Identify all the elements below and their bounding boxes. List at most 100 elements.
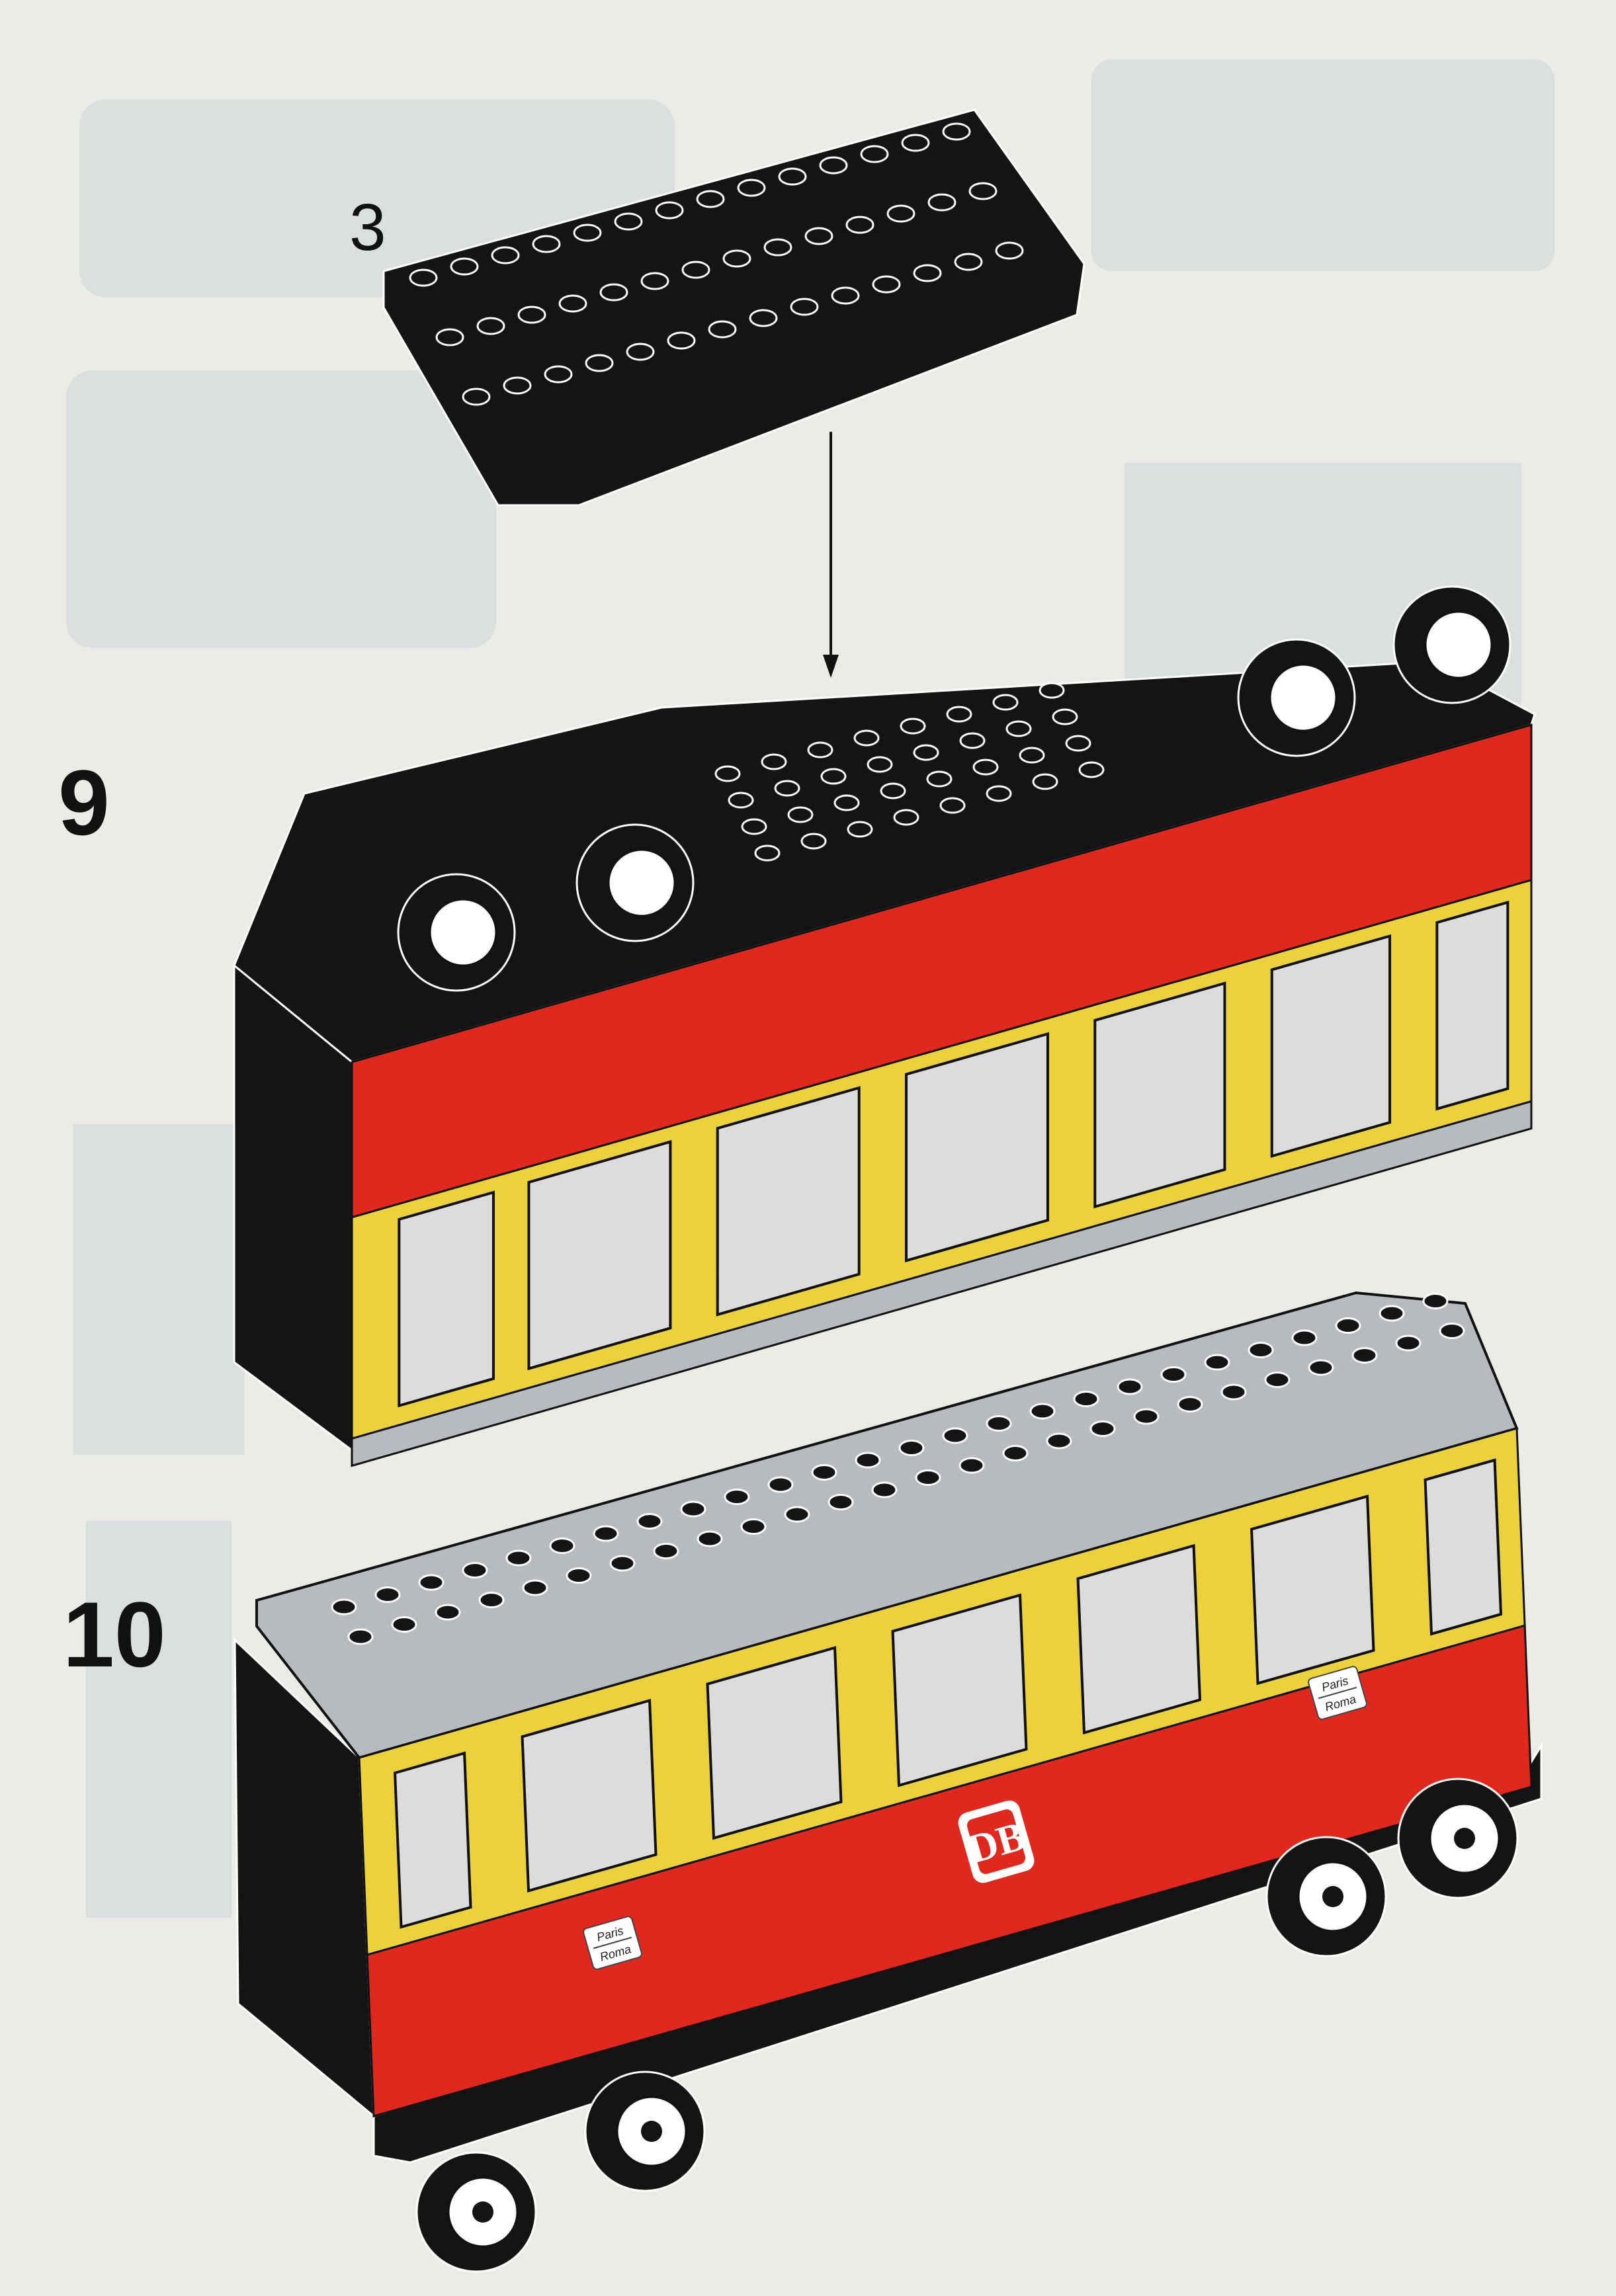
stud (946, 706, 972, 723)
stud (867, 756, 893, 773)
stud (1065, 735, 1091, 752)
stud (1052, 708, 1078, 725)
stud (807, 741, 833, 758)
stud (1248, 1342, 1274, 1358)
stud (418, 1574, 445, 1591)
stud (1204, 1354, 1230, 1371)
stud (1308, 1359, 1334, 1376)
stud (749, 309, 778, 327)
stud (708, 320, 737, 339)
stud (640, 272, 669, 290)
stud (820, 768, 847, 785)
sub-step-number: 3 (349, 190, 386, 265)
stud (784, 1506, 810, 1523)
stud (566, 1567, 592, 1584)
stud (900, 718, 926, 735)
stud (787, 806, 814, 823)
stud (1379, 1305, 1405, 1322)
step-number-9: 9 (58, 751, 110, 854)
destination-sign: Paris Roma (583, 1916, 642, 1970)
stud (681, 261, 710, 279)
stud (1019, 747, 1045, 764)
stud (790, 298, 819, 316)
stud (462, 1562, 488, 1578)
stud (855, 1452, 881, 1469)
stud (609, 1555, 636, 1572)
stud (819, 156, 848, 175)
stud (653, 1543, 679, 1559)
stud (585, 354, 614, 372)
stud (1005, 720, 1032, 737)
stud (1220, 1383, 1247, 1401)
stud (913, 264, 942, 282)
stud (767, 1476, 794, 1493)
window (1435, 900, 1510, 1111)
step-9-coach-upside-down (233, 585, 1536, 1467)
window (1270, 934, 1392, 1158)
destination-sign: Paris Roma (1308, 1666, 1367, 1720)
stud (491, 246, 520, 265)
stud (505, 1549, 532, 1567)
stud (476, 317, 505, 335)
stud (954, 253, 983, 271)
stud (1395, 1334, 1422, 1352)
stud (544, 365, 573, 384)
stud (778, 167, 807, 186)
stud (754, 844, 781, 862)
wheel-hub (1269, 663, 1338, 732)
stud (853, 729, 880, 747)
stud (1351, 1347, 1378, 1364)
stud (740, 1518, 767, 1535)
stud (926, 770, 953, 788)
stud (893, 809, 919, 826)
axle (472, 2201, 493, 2223)
stud (968, 182, 998, 200)
stud (1291, 1329, 1318, 1346)
stud (1160, 1366, 1187, 1383)
studs (409, 122, 1024, 406)
step-number-10: 10 (63, 1582, 166, 1686)
stud (724, 1489, 750, 1505)
stud (927, 193, 957, 212)
stud (1039, 682, 1065, 699)
stud (761, 753, 787, 770)
stud (860, 145, 889, 163)
sub-assembly-chassis-plate (382, 108, 1085, 507)
stud (573, 224, 602, 242)
db-logo: DB (958, 1800, 1035, 1883)
stud (845, 216, 874, 234)
stud (1335, 1317, 1361, 1334)
stud (1133, 1408, 1160, 1425)
stud (942, 1427, 968, 1444)
stud (811, 1464, 837, 1481)
coach-side (351, 723, 1533, 1467)
wheel-hub (1424, 610, 1493, 679)
coach-side (358, 1427, 1533, 2117)
stud (478, 1592, 505, 1608)
step-10-coach: DB Paris Roma Paris Roma (234, 1291, 1543, 2273)
stud (1046, 1432, 1072, 1450)
window (398, 1190, 495, 1408)
window (1250, 1495, 1375, 1686)
stud (522, 1579, 548, 1596)
stud (959, 732, 986, 749)
stud (697, 1530, 723, 1547)
stud (347, 1628, 374, 1645)
axle (641, 2121, 662, 2142)
stud (1439, 1323, 1465, 1339)
axle (1322, 1886, 1343, 1907)
stud (667, 331, 696, 350)
stud (872, 275, 901, 294)
window (527, 1139, 672, 1371)
stud (880, 782, 906, 800)
window (1076, 1543, 1202, 1735)
stud (737, 179, 766, 197)
stud (886, 204, 915, 223)
stud (995, 241, 1024, 260)
wheel-sets (397, 585, 1511, 992)
stud (828, 1494, 854, 1510)
stud (800, 833, 827, 850)
stud (532, 235, 561, 253)
stud (1029, 1403, 1056, 1420)
stud (847, 821, 873, 838)
